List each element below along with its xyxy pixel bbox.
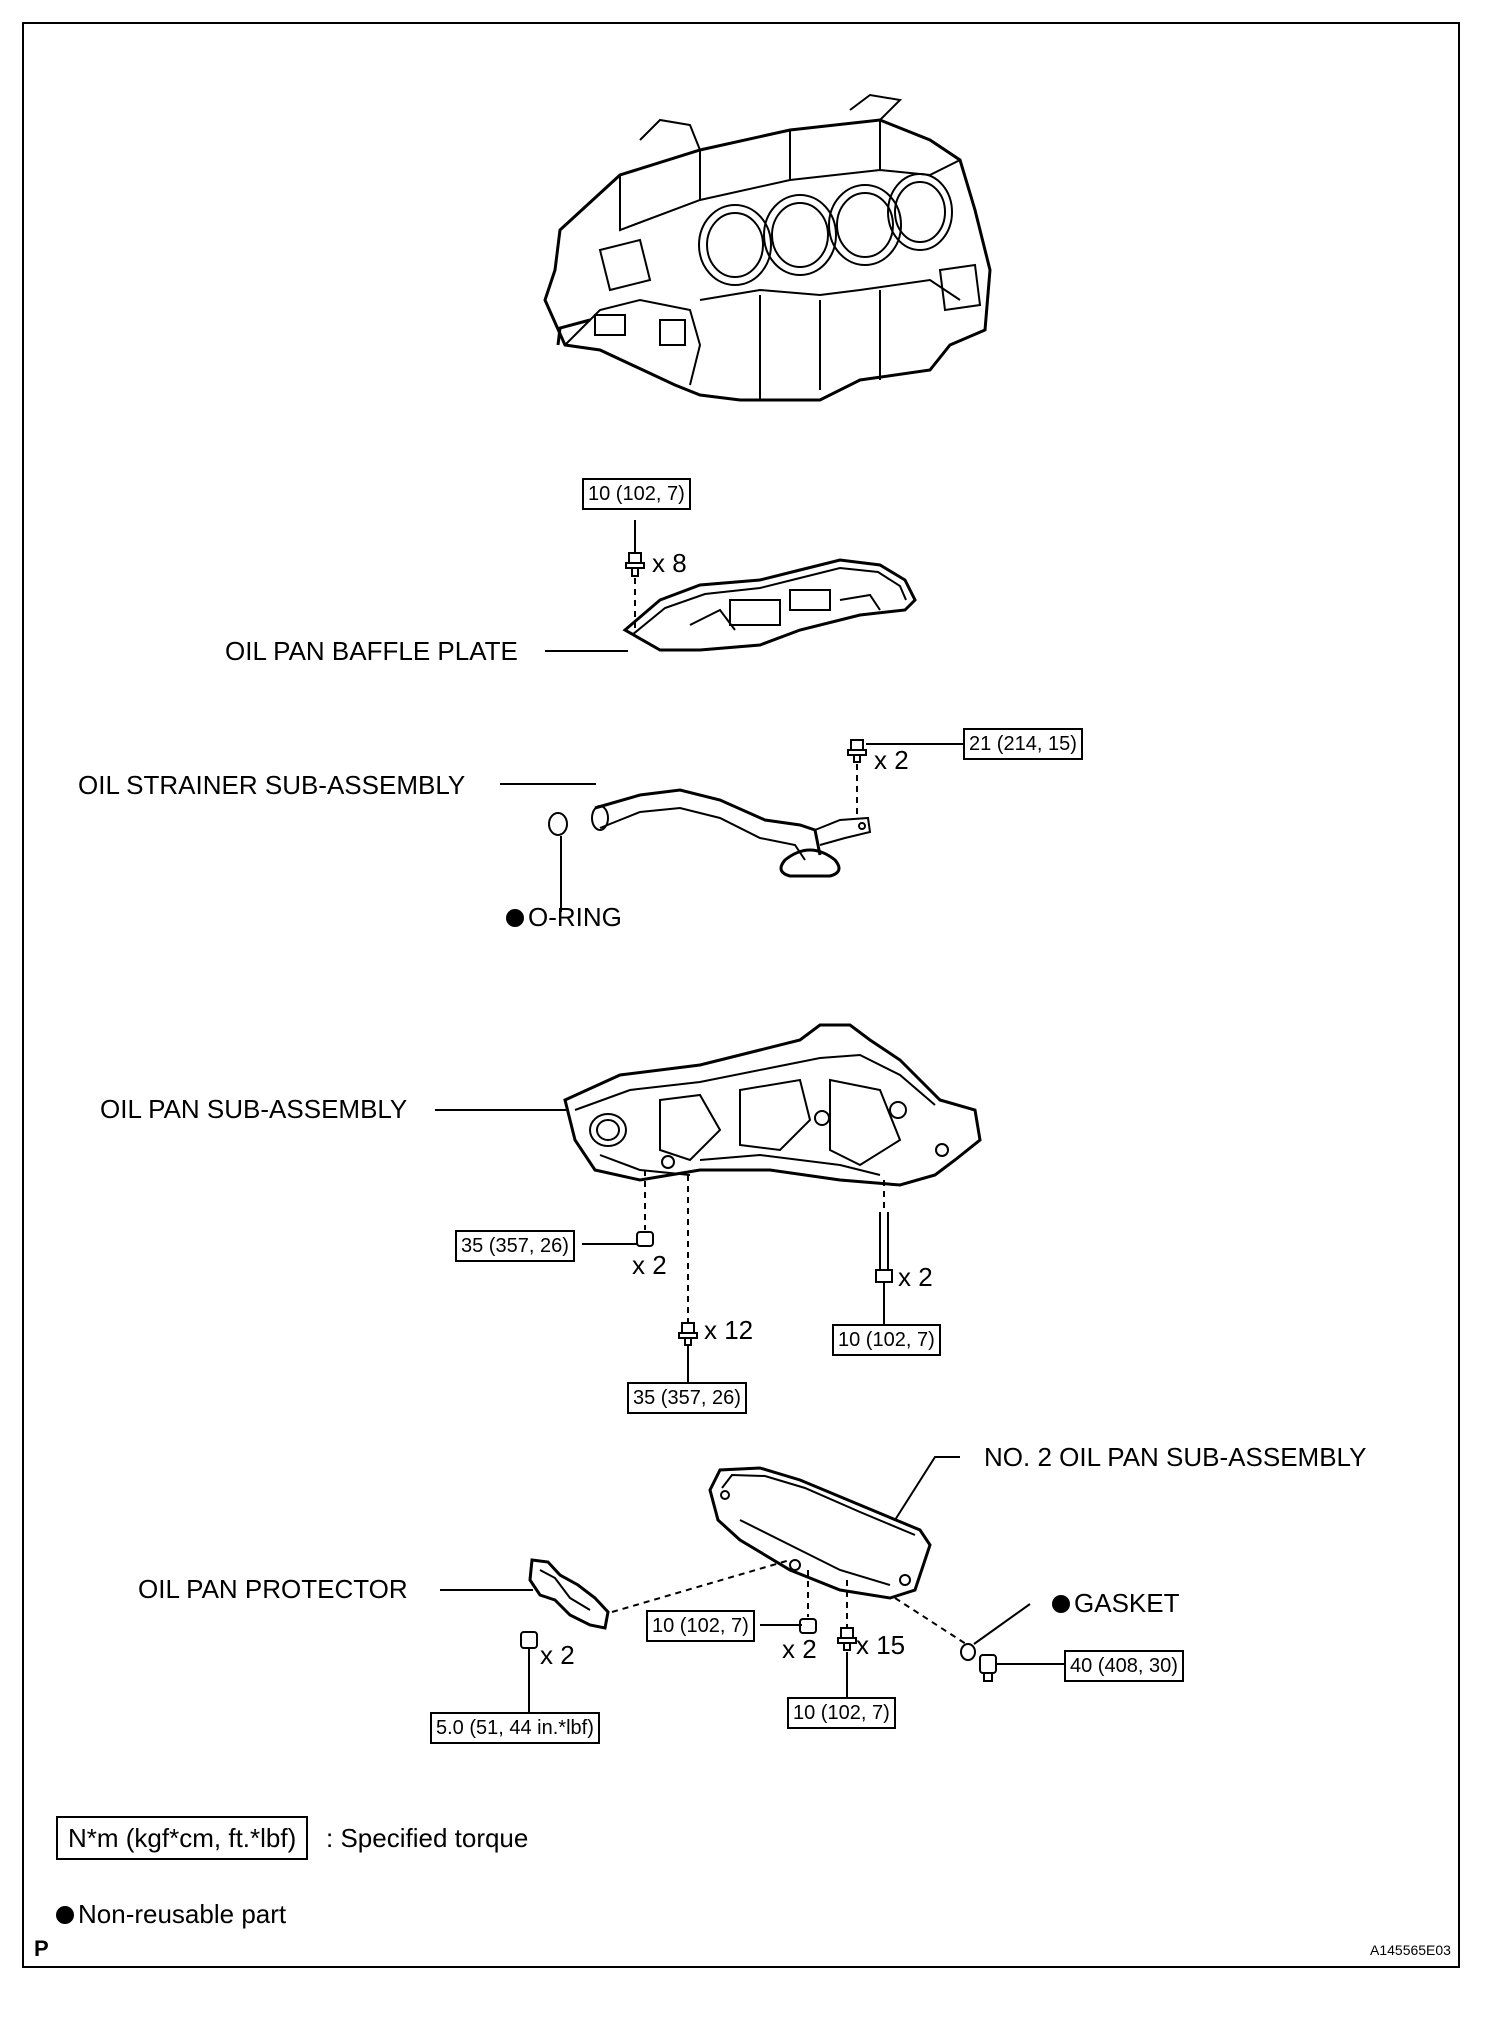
oil-pan-stud-quantity: x 2 bbox=[898, 1262, 933, 1292]
o-ring-label: O-RING bbox=[506, 902, 622, 932]
baffle-plate-bolt-illustration bbox=[625, 520, 645, 630]
protector-nut-torque: 5.0 (51, 44 in.*lbf) bbox=[430, 1712, 600, 1744]
non-reusable-dot-icon bbox=[506, 909, 524, 927]
no2-oil-pan-label: NO. 2 OIL PAN SUB-ASSEMBLY bbox=[984, 1442, 1367, 1472]
torque-legend-box: N*m (kgf*cm, ft.*lbf) bbox=[56, 1816, 309, 1860]
no2-oil-pan-bolt-illustration bbox=[837, 1627, 857, 1699]
oil-pan-protector-illustration bbox=[440, 1558, 610, 1630]
figure-id: A145565E03 bbox=[1370, 1942, 1451, 1958]
strainer-bolt-torque: 21 (214, 15) bbox=[963, 728, 1083, 760]
oil-pan-nut-illustration bbox=[636, 1231, 654, 1247]
torque-legend-text: : Specified torque bbox=[326, 1823, 529, 1853]
oil-pan-bolt-torque: 35 (357, 26) bbox=[627, 1382, 747, 1414]
drain-plug-illustration bbox=[979, 1654, 1066, 1682]
oil-strainer-label: OIL STRAINER SUB-ASSEMBLY bbox=[78, 770, 466, 800]
no2-oil-pan-illustration bbox=[708, 1466, 932, 1600]
no2-bolt-quantity: x 15 bbox=[856, 1630, 906, 1660]
non-reusable-dot-icon bbox=[56, 1906, 74, 1924]
cylinder-block-illustration bbox=[543, 93, 992, 402]
figure-frame bbox=[22, 22, 1460, 1968]
baffle-bolt-quantity: x 8 bbox=[652, 548, 687, 578]
oil-pan-bolt-illustration bbox=[678, 1322, 698, 1384]
oil-pan-protector-label: OIL PAN PROTECTOR bbox=[138, 1574, 408, 1604]
oil-pan-sub-assembly-label: OIL PAN SUB-ASSEMBLY bbox=[100, 1094, 408, 1124]
gasket-label: GASKET bbox=[1052, 1588, 1179, 1618]
protector-nut-illustration bbox=[520, 1631, 538, 1714]
no2-oil-pan-nut-illustration bbox=[799, 1618, 817, 1634]
oil-pan-baffle-plate-illustration bbox=[622, 558, 917, 652]
protector-nut-quantity: x 2 bbox=[540, 1640, 575, 1670]
no2-nut-torque: 10 (102, 7) bbox=[646, 1610, 755, 1642]
drain-plug-gasket-illustration bbox=[960, 1603, 1031, 1661]
oil-pan-baffle-plate-label: OIL PAN BAFFLE PLATE bbox=[225, 636, 518, 666]
drain-plug-torque: 40 (408, 30) bbox=[1064, 1650, 1184, 1682]
oil-pan-nut-torque: 35 (357, 26) bbox=[455, 1230, 575, 1262]
oil-pan-bolt-quantity: x 12 bbox=[704, 1315, 754, 1345]
no2-bolt-torque: 10 (102, 7) bbox=[787, 1697, 896, 1729]
oil-pan-stud-illustration bbox=[875, 1212, 893, 1325]
non-reusable-dot-icon bbox=[1052, 1595, 1070, 1613]
baffle-bolt-torque: 10 (102, 7) bbox=[582, 478, 691, 510]
strainer-bolt-quantity: x 2 bbox=[874, 745, 909, 775]
non-reusable-legend: Non-reusable part bbox=[56, 1898, 286, 1930]
oil-pan-sub-assembly-illustration bbox=[563, 1023, 982, 1187]
page-mark: P bbox=[34, 1936, 49, 1961]
oil-strainer-illustration bbox=[548, 739, 963, 912]
oil-pan-stud-torque: 10 (102, 7) bbox=[832, 1324, 941, 1356]
oil-pan-nut-quantity: x 2 bbox=[632, 1250, 667, 1280]
no2-nut-quantity: x 2 bbox=[782, 1634, 817, 1664]
